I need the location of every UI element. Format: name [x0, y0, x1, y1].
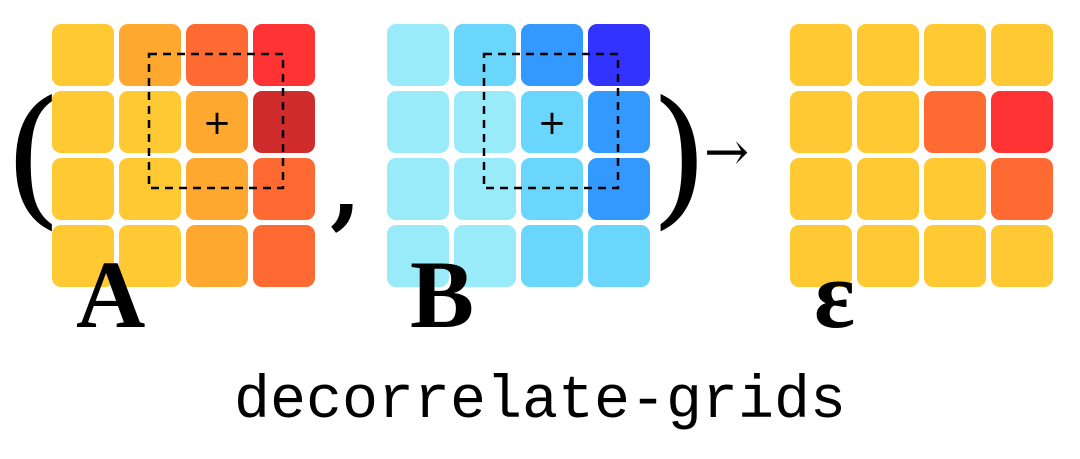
grid-epsilon-cell-r0c1: [857, 24, 919, 86]
grid-b-cell-r3c1: [454, 225, 516, 287]
grid-b-neighborhood-window: [482, 52, 620, 190]
grid-b-cell-r2c0: [387, 158, 449, 220]
footer-label: decorrelate-grids: [233, 368, 847, 436]
grid-a-cell-r2c1: [119, 158, 181, 220]
grid-epsilon-cell-r0c2: [924, 24, 986, 86]
grid-label-epsilon: ε: [814, 241, 855, 348]
grid-a-cell-r3c2: [186, 225, 248, 287]
grid-a-cell-r3c1: [119, 225, 181, 287]
grid-a-cell-r0c3: [253, 24, 315, 86]
grid-epsilon-cell-r1c3: [991, 91, 1053, 153]
grid-a-cell-r2c2: [186, 158, 248, 220]
grid-epsilon-cell-r1c2: [924, 91, 986, 153]
grid-a-cell-r0c2: [186, 24, 248, 86]
grid-epsilon-cell-r1c0: [790, 91, 852, 153]
grid-b: +: [387, 24, 650, 287]
grid-epsilon-cell-r2c1: [857, 158, 919, 220]
grid-a-center-plus-icon: +: [203, 103, 232, 143]
comma-separator: ,: [330, 134, 361, 240]
grid-b-cell-r2c2: [521, 158, 583, 220]
grid-b-cell-r1c2: [521, 91, 583, 153]
grid-a-cell-r3c3: [253, 225, 315, 287]
grid-b-cell-r0c0: [387, 24, 449, 86]
grid-epsilon-cell-r2c3: [991, 158, 1053, 220]
grid-epsilon-cell-r3c0: [790, 225, 852, 287]
grid-a-cell-r1c0: [52, 91, 114, 153]
grid-b-cell-r0c3: [588, 24, 650, 86]
grid-a-cell-r2c0: [52, 158, 114, 220]
grid-epsilon-cell-r2c0: [790, 158, 852, 220]
grid-b-cell-r1c0: [387, 91, 449, 153]
grid-b-center-plus-icon: +: [538, 103, 567, 143]
grid-b-cell-r2c1: [454, 158, 516, 220]
close-parenthesis: ): [650, 70, 709, 244]
grid-a-neighborhood-window: [147, 52, 285, 190]
grid-epsilon-cell-r1c1: [857, 91, 919, 153]
grid-label-b: B: [410, 241, 474, 348]
grid-b-cell-r3c2: [521, 225, 583, 287]
grid-a: +: [52, 24, 315, 287]
grid-label-a: A: [76, 241, 145, 348]
grid-epsilon-cell-r2c2: [924, 158, 986, 220]
grid-epsilon-cell-r3c1: [857, 225, 919, 287]
grid-b-cell-r3c3: [588, 225, 650, 287]
grid-epsilon: [790, 24, 1053, 287]
grid-epsilon-cell-r3c2: [924, 225, 986, 287]
arrow-right-icon: →: [704, 120, 749, 183]
grid-b-cell-r0c2: [521, 24, 583, 86]
grid-a-cell-r0c0: [52, 24, 114, 86]
grid-b-cell-r3c0: [387, 225, 449, 287]
grid-a-cell-r1c2: [186, 91, 248, 153]
grid-a-cell-r3c0: [52, 225, 114, 287]
grid-epsilon-cell-r3c3: [991, 225, 1053, 287]
grid-epsilon-cell-r0c3: [991, 24, 1053, 86]
grid-epsilon-cell-r0c0: [790, 24, 852, 86]
